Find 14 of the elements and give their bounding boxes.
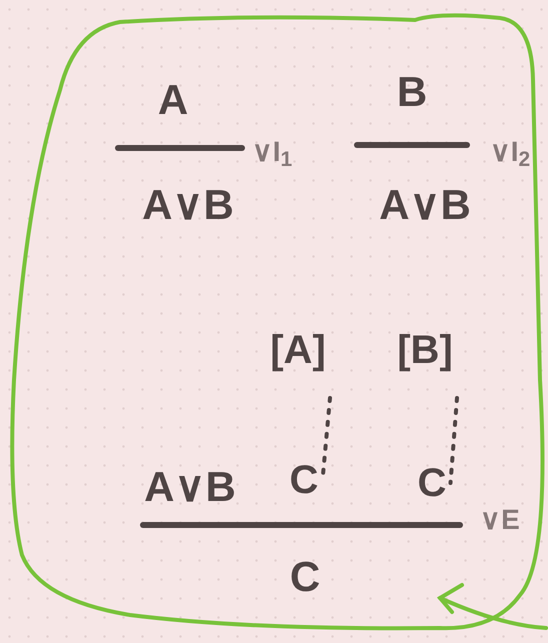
formula-text: [B] bbox=[393, 326, 457, 374]
formula-text: A bbox=[158, 79, 188, 121]
formula-text: C bbox=[290, 556, 320, 598]
rule-name: ∨I$_{2}$ bbox=[490, 138, 530, 166]
dotted-line bbox=[448, 396, 459, 485]
formula-text: A∨B bbox=[379, 184, 471, 226]
formula-text: C bbox=[414, 459, 450, 507]
rule-name: ∨E bbox=[480, 506, 520, 534]
formula-text: A∨B bbox=[142, 184, 234, 226]
formula-text: A∨B bbox=[144, 466, 236, 508]
formula-text: [A] bbox=[266, 326, 330, 374]
rule-name: ∨I$_{1}$ bbox=[252, 138, 292, 166]
formula-text: B bbox=[396, 71, 428, 113]
formula-text: C bbox=[286, 456, 322, 504]
